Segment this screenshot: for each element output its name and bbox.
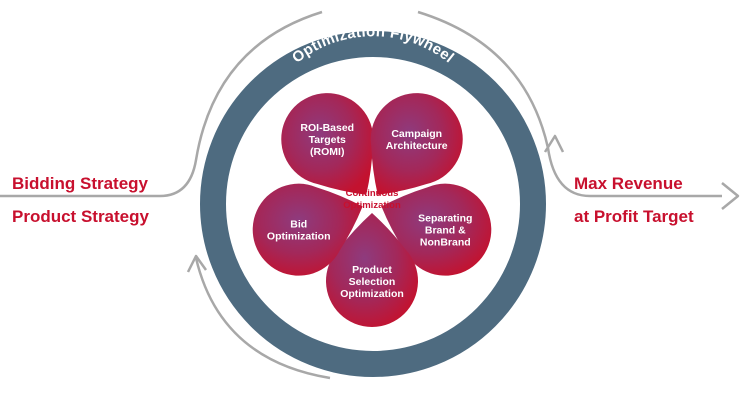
output-arrow: [417, 10, 722, 198]
petal-brand-nonbrand-label-line1: Separating: [418, 213, 472, 225]
petal-bid-optimization-shape: [252, 183, 363, 276]
input-label-bidding: Bidding Strategy: [12, 174, 149, 193]
petal-bid-optimization-label-line2: Optimization: [267, 231, 331, 243]
center-label-line2: Optimization: [343, 200, 401, 211]
return-chevron-right-icon: [543, 134, 565, 153]
petal-product-selection-label-line1: Product: [352, 264, 392, 276]
petal-product-selection-label-line2: Selection: [349, 276, 396, 288]
flywheel-ring: [200, 31, 546, 377]
petal-brand-nonbrand-shape: [381, 183, 492, 276]
petal-campaign-architecture-label-line1: Campaign: [391, 128, 442, 140]
input-arrow: [0, 10, 323, 198]
petal-group: ROI-BasedTargets(ROMI)CampaignArchitectu…: [252, 93, 492, 327]
petal-campaign-architecture-shape: [370, 93, 463, 195]
input-label-product: Product Strategy: [12, 207, 149, 226]
output-arrowhead-icon: [721, 182, 740, 210]
petal-roi-targets-label-line3: (ROMI): [310, 146, 344, 158]
petal-campaign-architecture-label-line2: Architecture: [386, 140, 448, 152]
petal-brand-nonbrand-label-line2: Brand &: [425, 225, 466, 237]
return-arc: [194, 257, 331, 380]
petal-brand-nonbrand-label-line3: NonBrand: [420, 237, 471, 249]
output-label-profit: at Profit Target: [574, 207, 694, 226]
petal-bid-optimization-label-line1: Bid: [290, 219, 307, 231]
center-label-line1: Continuous: [346, 188, 399, 199]
petal-roi-targets-label-line1: ROI-Based: [300, 122, 354, 134]
output-label-revenue: Max Revenue: [574, 174, 683, 193]
petal-product-selection-label-line3: Optimization: [340, 288, 404, 300]
petal-product-selection-shape: [326, 213, 419, 327]
petal-roi-targets-label-line2: Targets: [309, 134, 346, 146]
return-chevron-left-icon: [186, 254, 208, 273]
petal-roi-targets-shape: [281, 93, 374, 195]
